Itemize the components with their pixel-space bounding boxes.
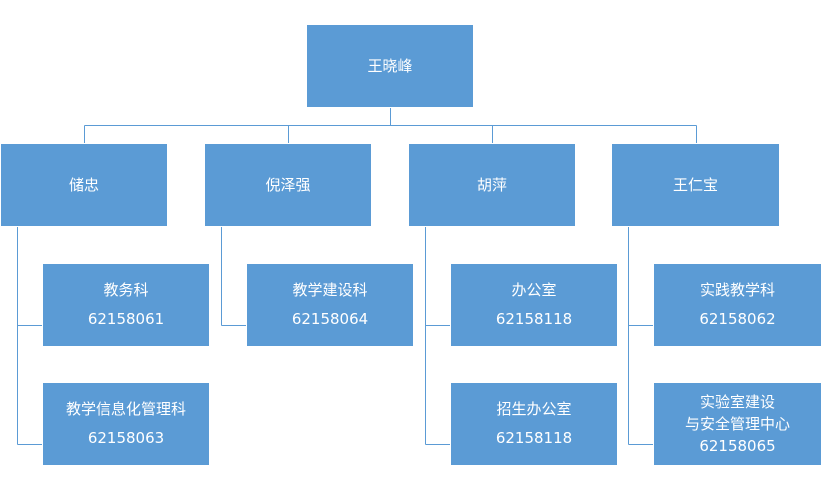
org-node-leaf-line: 教学信息化管理科: [65, 400, 186, 418]
org-node-root: 王晓峰: [306, 24, 474, 108]
org-node-branch-1: 储忠: [0, 143, 168, 227]
org-node-leaf-line: 教务科: [103, 281, 149, 299]
org-node-leaf: 招生办公室 62158118: [450, 382, 618, 466]
org-node-branch-3-name: 胡萍: [476, 175, 507, 194]
org-node-leaf: 教务科 62158061: [42, 263, 210, 347]
org-node-leaf: 办公室 62158118: [450, 263, 618, 347]
org-node-leaf-line: 实验室建设: [699, 393, 775, 411]
org-node-branch-3: 胡萍: [408, 143, 576, 227]
org-node-root-name: 王晓峰: [367, 56, 413, 75]
org-node-branch-1-name: 储忠: [68, 175, 99, 194]
org-node-branch-4: 王仁宝: [611, 143, 780, 227]
org-node-leaf-line: 招生办公室: [496, 400, 572, 418]
org-node-leaf: 教学信息化管理科 62158063: [42, 382, 210, 466]
org-node-leaf: 实践教学科 62158062: [653, 263, 822, 347]
org-node-leaf-phone: 62158118: [495, 310, 573, 328]
org-node-leaf-phone: 62158063: [87, 429, 165, 447]
org-node-branch-4-name: 王仁宝: [672, 175, 718, 194]
org-node-leaf-line: 办公室: [511, 281, 557, 299]
org-node-leaf: 实验室建设 与安全管理中心 62158065: [653, 382, 822, 466]
org-node-leaf-phone: 62158065: [699, 437, 776, 455]
org-node-leaf: 教学建设科 62158064: [246, 263, 414, 347]
org-node-leaf-phone: 62158062: [699, 310, 776, 328]
org-node-leaf-phone: 62158118: [495, 429, 573, 447]
org-node-branch-2: 倪泽强: [204, 143, 372, 227]
org-node-leaf-line: 教学建设科: [292, 281, 368, 299]
org-node-leaf-line: 与安全管理中心: [684, 415, 790, 433]
org-node-leaf-phone: 62158061: [87, 310, 165, 328]
org-node-leaf-phone: 62158064: [291, 310, 369, 328]
org-node-leaf-line: 实践教学科: [699, 281, 775, 299]
org-node-branch-2-name: 倪泽强: [265, 175, 311, 194]
